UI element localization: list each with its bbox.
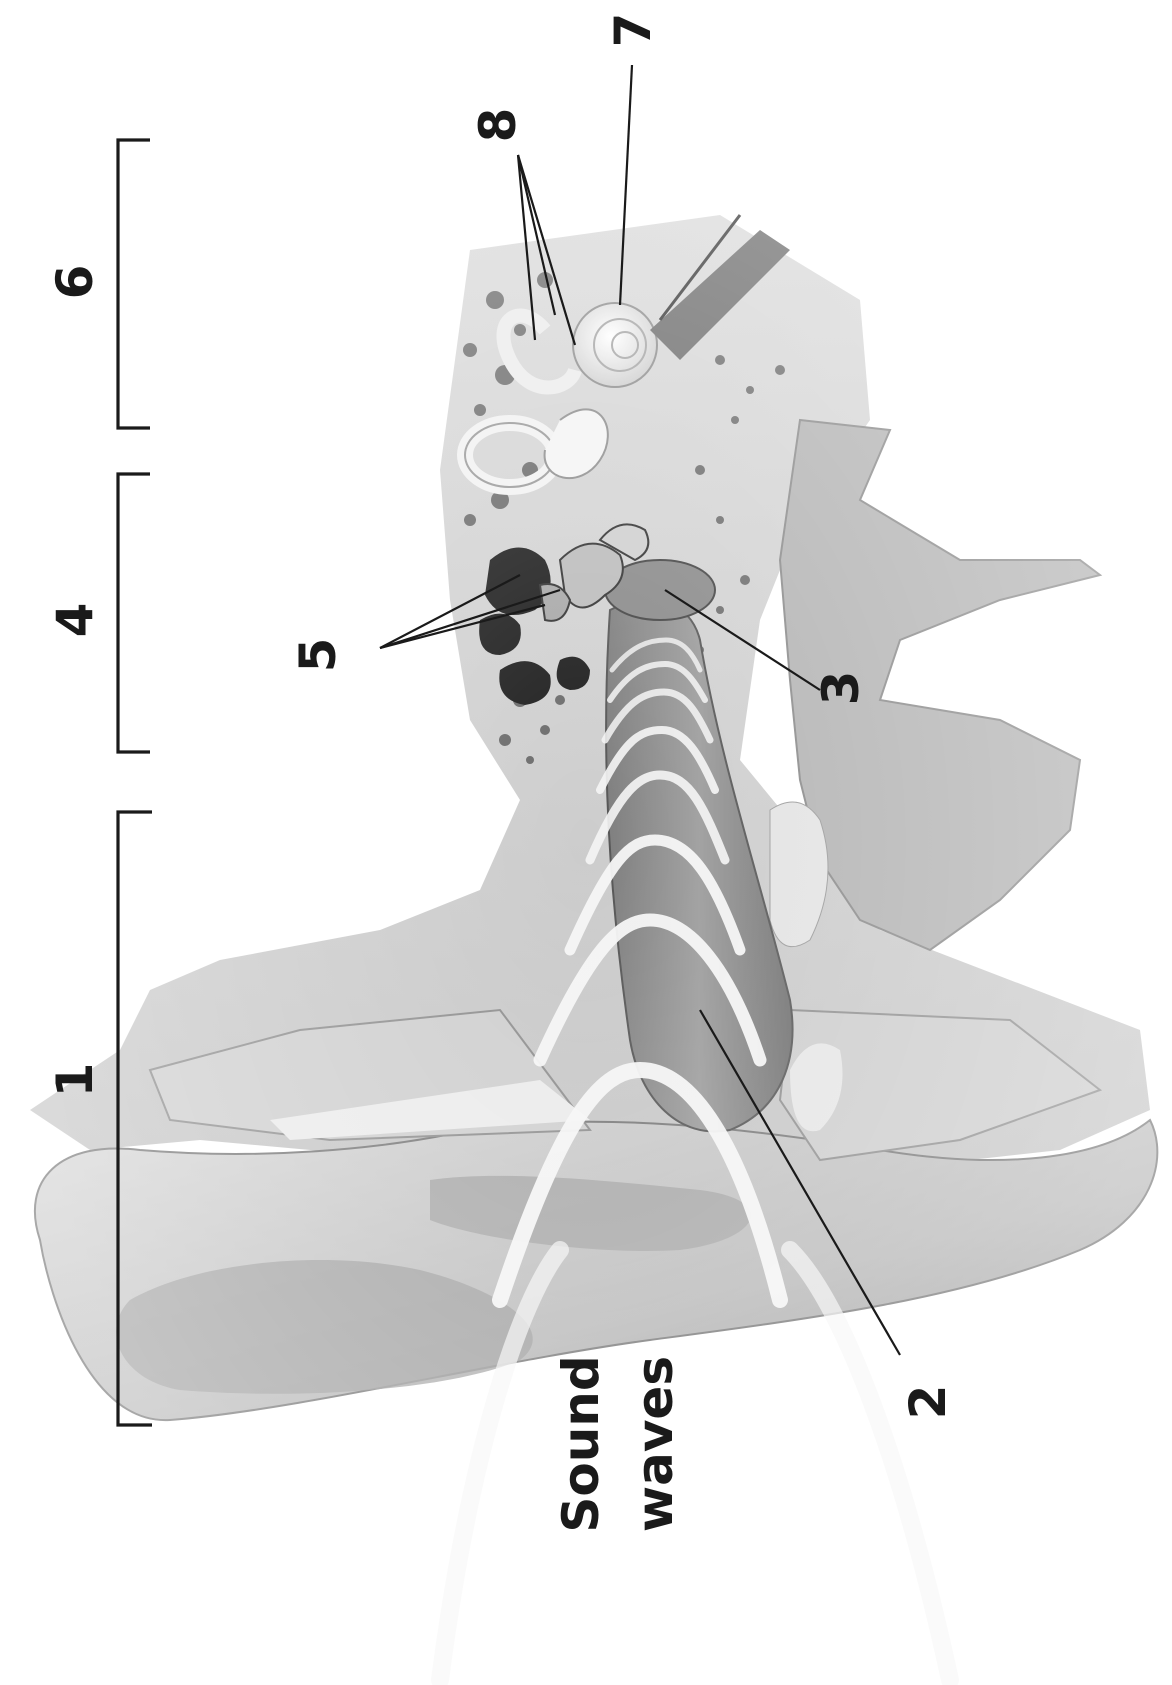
label-outer-ear: 1 (46, 1063, 104, 1098)
label-ossicles: 5 (289, 638, 347, 673)
caption-sound: Sound (552, 1355, 610, 1532)
label-eardrum: 3 (812, 671, 870, 706)
label-middle-ear: 4 (46, 603, 104, 638)
caption-waves: waves (626, 1356, 684, 1532)
label-ear-canal: 2 (899, 1385, 957, 1420)
label-cochlea: 7 (604, 13, 662, 48)
label-inner-ear: 6 (46, 265, 104, 300)
label-semicircular-canals: 8 (469, 108, 527, 143)
